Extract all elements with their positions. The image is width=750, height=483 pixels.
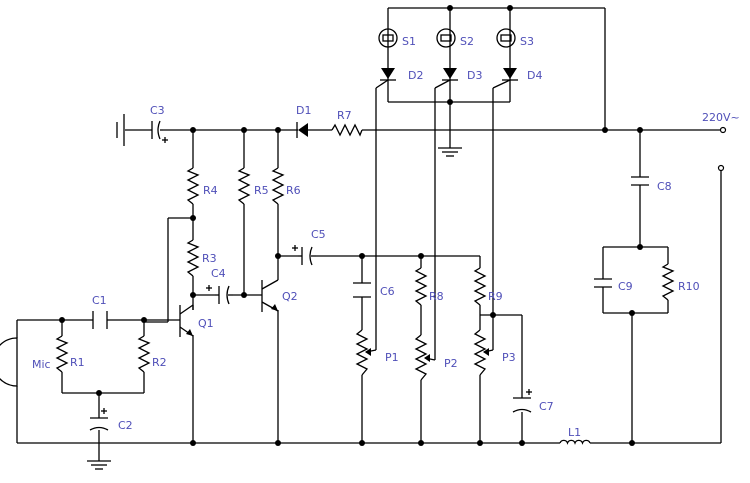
label-mains: 220V~ — [702, 111, 740, 124]
capacitor-c1 — [92, 311, 108, 329]
label-d1: D1 — [296, 104, 311, 117]
label-r4: R4 — [203, 184, 218, 197]
label-q1: Q1 — [198, 317, 214, 330]
resistor-r7 — [331, 123, 363, 137]
capacitor-c2 — [89, 408, 109, 431]
resistor-r5 — [237, 167, 251, 205]
resistor-r8 — [414, 267, 428, 306]
label-c3: C3 — [150, 104, 165, 117]
label-r2: R2 — [152, 356, 167, 369]
label-d4: D4 — [527, 69, 542, 82]
inductor-l1 — [559, 439, 591, 445]
sensor-s2 — [436, 28, 456, 48]
transistor-q2 — [261, 279, 279, 312]
label-c6: C6 — [380, 285, 395, 298]
ground-bottom — [87, 460, 111, 470]
label-d3: D3 — [467, 69, 482, 82]
label-r9: R9 — [488, 290, 503, 303]
label-c7: C7 — [539, 400, 554, 413]
resistor-r2 — [137, 335, 151, 373]
microphone — [0, 337, 18, 387]
resistor-r6 — [271, 167, 285, 205]
label-p2: P2 — [444, 357, 458, 370]
resistor-r9 — [473, 267, 487, 306]
label-p3: P3 — [502, 351, 516, 364]
resistor-r1 — [55, 335, 69, 373]
label-r6: R6 — [286, 184, 301, 197]
label-c8: C8 — [657, 180, 672, 193]
diode-d4 — [502, 68, 518, 81]
label-r7: R7 — [337, 109, 352, 122]
resistor-r3 — [186, 239, 200, 277]
diode-d3 — [442, 68, 458, 81]
resistor-r10 — [661, 263, 675, 301]
label-r1: R1 — [70, 356, 85, 369]
component-labels: S1 S2 S3 D2 D3 D4 D1 R7 C3 220V~ R4 R5 R… — [32, 35, 740, 439]
label-q2: Q2 — [282, 290, 298, 303]
label-c5: C5 — [311, 228, 326, 241]
label-p1: P1 — [385, 351, 399, 364]
label-l1: L1 — [568, 426, 581, 439]
label-s3: S3 — [520, 35, 534, 48]
wires — [16, 7, 723, 461]
capacitor-c3 — [116, 114, 168, 146]
diode-d2 — [380, 68, 396, 81]
label-s1: S1 — [402, 35, 416, 48]
label-r3: R3 — [202, 252, 217, 265]
label-r5: R5 — [254, 184, 269, 197]
mains-terminals — [717, 126, 727, 172]
sensor-s3 — [496, 28, 516, 48]
ground-top — [438, 147, 462, 157]
potentiometer-p3 — [473, 329, 494, 376]
label-r8: R8 — [429, 290, 444, 303]
label-c4: C4 — [211, 267, 226, 280]
resistor-r4 — [186, 167, 200, 205]
label-c9: C9 — [618, 280, 633, 293]
capacitor-c8 — [631, 176, 649, 186]
capacitor-c4 — [206, 285, 233, 305]
capacitor-c5 — [292, 245, 316, 266]
label-s2: S2 — [460, 35, 474, 48]
sensor-s1 — [378, 28, 398, 48]
capacitor-c9 — [594, 278, 612, 288]
label-c2: C2 — [118, 419, 133, 432]
diode-d1 — [296, 122, 308, 138]
label-mic: Mic — [32, 358, 51, 371]
label-d2: D2 — [408, 69, 423, 82]
label-c1: C1 — [92, 294, 107, 307]
label-r10: R10 — [678, 280, 700, 293]
capacitor-c6 — [353, 282, 371, 298]
transistor-q1 — [179, 304, 194, 337]
junction-dots — [59, 5, 643, 446]
potentiometer-p2 — [414, 334, 436, 381]
capacitor-c7 — [512, 389, 532, 413]
potentiometer-p1 — [355, 329, 377, 376]
